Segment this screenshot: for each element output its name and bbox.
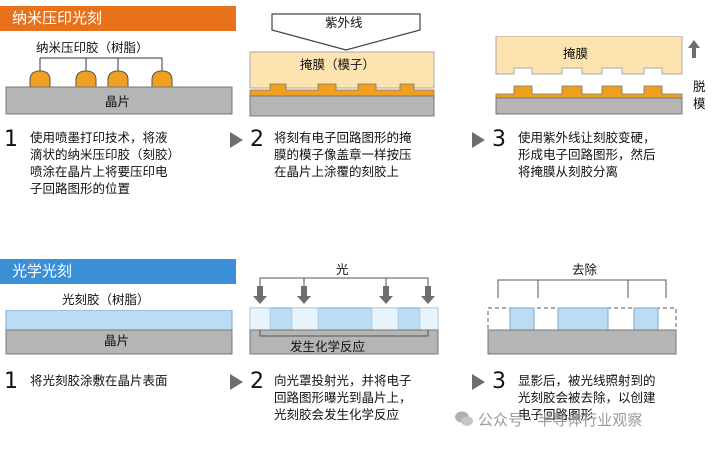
photolithography-title: 光学光刻 (0, 259, 236, 283)
wafer (5, 86, 233, 115)
photo-step3-number: 3 (492, 369, 506, 394)
wafer (249, 329, 439, 355)
removal-bracket (497, 279, 667, 298)
wafer (249, 95, 435, 117)
nanoimprint-step1-number: 1 (4, 127, 18, 152)
nanoimprint-step1-diagram (5, 57, 233, 115)
photo-step1-number: 1 (4, 369, 18, 394)
remaining-resist (557, 307, 609, 331)
photo-step2-text: 向光罩投射光，并将电子 回路图形曝光到晶片上， 光刻胶会发生化学反应 (274, 373, 412, 422)
light-bracket (259, 277, 429, 286)
nanoimprint-resin-label: 纳米压印胶（树脂） (36, 40, 149, 55)
resin-pattern (495, 85, 683, 99)
photo-removal-label: 去除 (572, 262, 598, 277)
exposed-region (291, 307, 319, 331)
wechat-icon (454, 410, 474, 432)
resin-droplet (29, 70, 51, 88)
photo-step1-text: 将光刻胶涂敷在晶片表面 (30, 373, 168, 388)
resin-droplet (107, 70, 129, 88)
watermark-text: 公众号 · 半导体行业观察 (478, 411, 643, 429)
light-arrow-icon (421, 286, 435, 304)
nanoimprint-wafer-label: 晶片 (105, 94, 131, 109)
resin-droplet (75, 70, 97, 88)
exposed-region (419, 307, 439, 331)
reaction-bracket (259, 330, 429, 337)
resin-pattern (249, 83, 435, 97)
light-arrow-icon (379, 286, 393, 304)
wafer (487, 329, 677, 355)
nanoimprint-step3-text: 使用紫外线让刻胶变硬， 形成电子回路图形，然后 将掩膜从刻胶分离 (518, 130, 656, 179)
photo-resist-label: 光刻胶（树脂） (62, 292, 150, 307)
nanoimprint-step3-diagram (495, 36, 700, 115)
wafer (495, 97, 683, 115)
exposed-region (249, 307, 271, 331)
nanoimprint-step2-number: 2 (250, 127, 264, 152)
photoresist-layer (5, 310, 233, 331)
photo-step3-diagram (487, 279, 677, 355)
step-arrow-icon (472, 374, 485, 390)
uv-arrow (271, 13, 421, 51)
remaining-resist (633, 307, 659, 331)
light-arrow-icon (253, 286, 267, 304)
light-arrow-icon (297, 286, 311, 304)
nanoimprint-title: 纳米压印光刻 (0, 6, 236, 30)
photoresist-layer (249, 307, 439, 331)
step-arrow-icon (230, 374, 243, 390)
detach-arrow-icon (688, 40, 700, 58)
nanoimprint-step2-diagram (249, 13, 435, 117)
photo-reaction-label: 发生化学反应 (290, 339, 366, 354)
photo-step2-diagram (249, 277, 439, 355)
step-arrow-icon (230, 132, 243, 148)
photo-wafer-label: 晶片 (104, 333, 130, 348)
nanoimprint-step2-text: 将刻有电子回路图形的掩 膜的模子像盖章一样按压 在晶片上涂覆的刻胶上 (274, 130, 412, 179)
photo-step1-diagram (5, 310, 233, 355)
wafer (5, 329, 233, 355)
exposed-region (371, 307, 399, 331)
lifted-mask (495, 36, 683, 75)
nanoimprint-mask-label: 掩膜（模子） (300, 57, 376, 72)
mask-mold (249, 51, 435, 89)
nanoimprint-mask3-label: 掩膜 (563, 46, 589, 61)
nanoimprint-uv-label: 紫外线 (325, 15, 363, 30)
photolithography-title-underline (0, 283, 236, 284)
step-arrow-icon (472, 132, 485, 148)
remaining-resist (509, 307, 535, 331)
photo-step2-number: 2 (250, 369, 264, 394)
resin-droplet (151, 70, 173, 88)
photo-light-label: 光 (336, 262, 349, 277)
nanoimprint-detach-label: 脱 模 (693, 79, 706, 111)
nanoimprint-title-underline (0, 30, 236, 31)
photo-step3-text: 显影后，被光线照射到的 光刻胶会被去除，以创建 电子回路图形 (518, 373, 656, 422)
nanoimprint-step1-text: 使用喷墨打印技术，将液 滴状的纳米压印胶（刻胶） 喷涂在晶片上将要压印电 子回路… (30, 130, 181, 196)
nanoimprint-step3-number: 3 (492, 127, 506, 152)
